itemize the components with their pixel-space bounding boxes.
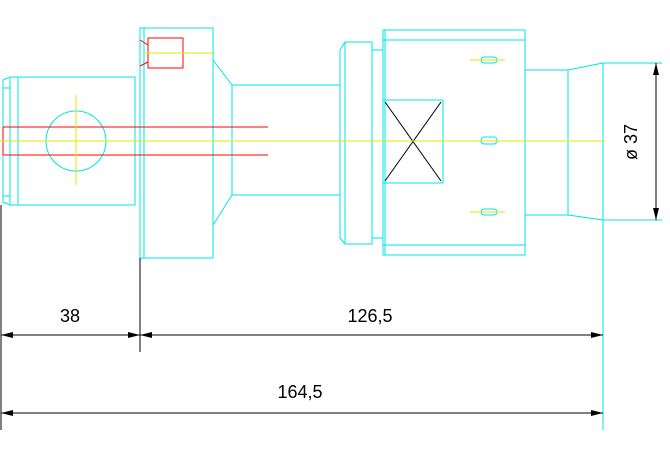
- stepped-collar: [339, 41, 383, 245]
- dim-label-diameter: ø 37: [621, 124, 641, 160]
- dimension-left: 38: [1, 306, 140, 338]
- dimension-right: 126,5: [140, 306, 603, 338]
- dim-label-left: 38: [60, 306, 80, 326]
- dim-label-right: 126,5: [347, 306, 392, 326]
- dimension-overall: 164,5: [1, 382, 603, 416]
- slots: [480, 56, 498, 216]
- dimension-diameter: ø 37: [621, 63, 659, 220]
- dim-label-overall: 164,5: [277, 382, 322, 402]
- shaft: [231, 84, 340, 196]
- part-outline: [2, 27, 662, 430]
- nozzle-end: [525, 62, 662, 430]
- main-body: [382, 29, 526, 256]
- collar-flange: [139, 27, 233, 259]
- center-lines: [0, 52, 605, 213]
